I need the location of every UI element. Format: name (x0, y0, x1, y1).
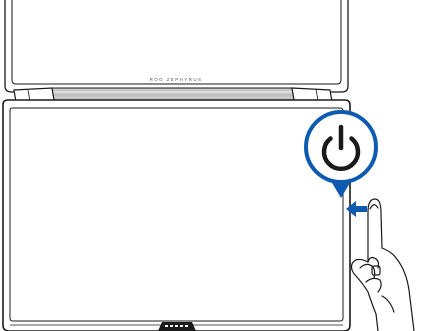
laptop-base (2, 99, 351, 331)
pointing-hand-icon (350, 198, 415, 331)
arrow-left-icon (346, 201, 367, 217)
power-button-callout (304, 110, 378, 198)
brand-label: ROG ZEPHYRUS (150, 77, 203, 82)
hinge-bar (13, 87, 333, 103)
power-icon (321, 124, 361, 172)
front-indicator-notch (158, 322, 196, 331)
